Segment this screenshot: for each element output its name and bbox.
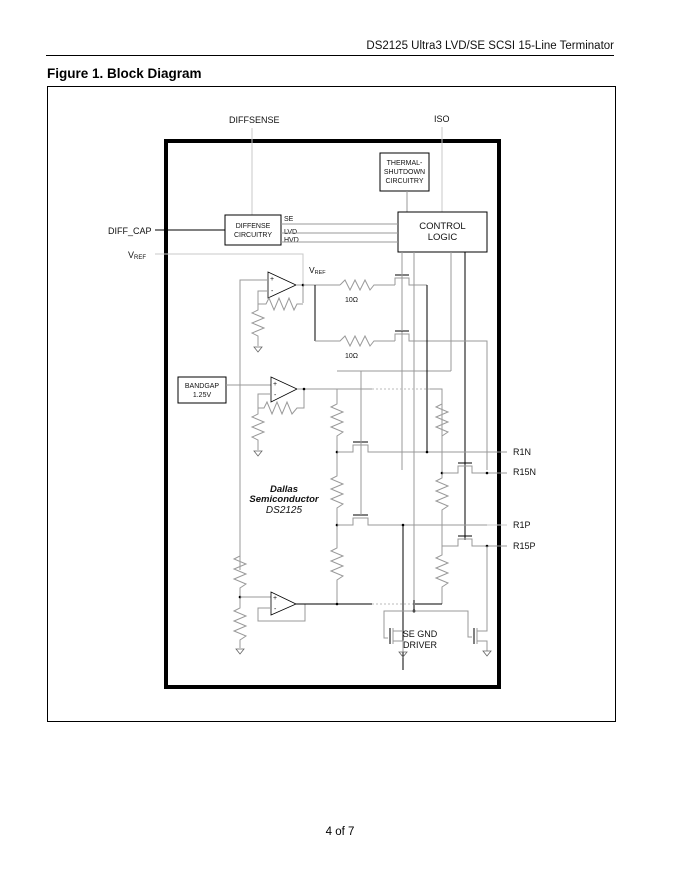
mosfet-r1n	[337, 444, 507, 453]
amp3-plus: +	[273, 595, 277, 602]
wire-driver-right-gate	[414, 610, 472, 638]
resistor-ladder-2	[329, 452, 345, 525]
page-number: 4 of 7	[325, 826, 355, 838]
thermal-shutdown-block	[379, 152, 430, 192]
node-dot	[485, 471, 489, 475]
res-label-top: 10Ω	[345, 297, 358, 304]
wire-amp1-out	[296, 284, 304, 303]
bandgap-label-1: BANDGAP	[185, 383, 220, 390]
diffense-circuitry-block	[224, 214, 282, 246]
resistor-ladder-3	[329, 525, 345, 604]
thermal-label-3: CIRCUITRY	[386, 178, 424, 185]
chip-company-label-1: Dallas	[270, 484, 298, 495]
diffense-label-2: CIRCUITRY	[234, 232, 272, 239]
mosfet-top-2	[394, 333, 488, 470]
control-logic-block	[397, 211, 488, 253]
wire-amp1-plus	[239, 279, 268, 570]
ground-icon	[235, 648, 245, 655]
bandgap-block	[177, 376, 227, 404]
resistor-ladder-r3	[434, 546, 450, 604]
amp2-minus: -	[274, 392, 277, 399]
pin-label-r1p: R1P	[513, 520, 531, 530]
resistor-ladder-1	[329, 389, 345, 452]
resistor-divider-top	[232, 548, 248, 597]
pin-label-iso: ISO	[434, 114, 450, 124]
amp2-plus: +	[273, 381, 277, 388]
wire-driver-left-gate	[383, 610, 414, 639]
se-gnd-label-2: DRIVER	[403, 640, 438, 650]
mosfet-r15p	[442, 538, 507, 547]
header-divider	[46, 55, 614, 56]
feedback-resistor-2	[258, 389, 305, 416]
figure-frame	[47, 86, 616, 722]
pin-label-r15p: R15P	[513, 541, 536, 551]
resistor-10ohm-bottom	[315, 334, 395, 348]
wire-amp1-minus	[257, 290, 268, 304]
pin-label-r15n: R15N	[513, 467, 536, 477]
figure-title: Figure 1. Block Diagram	[47, 66, 202, 81]
diffense-label-1: DIFFENSE	[236, 223, 271, 230]
thermal-label-2: SHUTDOWN	[384, 169, 425, 176]
amp1-plus: +	[270, 276, 274, 283]
mosfet-top-1	[394, 277, 427, 286]
resistor-ladder-r2	[434, 473, 450, 546]
wire-amp2-minus	[257, 393, 271, 408]
resistor-ladder-r1	[434, 389, 450, 473]
node-dot	[335, 602, 339, 606]
chip-part-label: DS2125	[266, 505, 303, 516]
control-label-1: CONTROL	[419, 221, 465, 232]
pin-label-diffsense: DIFFSENSE	[229, 115, 280, 125]
ground-icon	[253, 346, 263, 353]
document-header-title: DS2125 Ultra3 LVD/SE SCSI 15-Line Termin…	[366, 40, 614, 52]
mosfet-driver-left	[392, 628, 404, 652]
resistor-amp1-ground	[250, 304, 266, 346]
node-dot	[302, 387, 306, 391]
node-dot	[401, 523, 405, 527]
signal-label-se: SE	[284, 216, 294, 223]
amp-vref	[267, 271, 297, 299]
wire-amp3-feedback	[257, 604, 306, 622]
wire-amp2-right	[430, 388, 443, 470]
amp3-minus: -	[274, 606, 277, 613]
feedback-resistor-1	[258, 296, 303, 312]
signal-label-hvd: HVD	[284, 237, 299, 244]
pin-label-vref: VREF	[128, 250, 146, 261]
mosfet-r1p	[337, 517, 487, 526]
se-gnd-label-1: SE GND	[403, 629, 438, 639]
resistor-10ohm-top	[339, 278, 395, 292]
mosfet-driver-right	[476, 546, 488, 651]
control-label-2: LOGIC	[428, 232, 458, 243]
ground-icon	[482, 650, 492, 657]
amp-bandgap	[270, 376, 298, 403]
vref-internal-label: VREF	[309, 265, 326, 276]
chip-company-label-2: Semiconductor	[249, 494, 319, 505]
ground-icon	[398, 651, 408, 658]
resistor-amp2-ground	[250, 408, 266, 450]
amp1-minus: -	[271, 288, 274, 295]
mosfet-r15n	[442, 465, 507, 474]
bandgap-label-2: 1.25V	[193, 392, 212, 399]
pin-label-r1n: R1N	[513, 447, 531, 457]
res-label-bottom: 10Ω	[345, 353, 358, 360]
ground-icon	[253, 450, 263, 457]
chip-outline	[164, 139, 501, 689]
thermal-label-1: THERMAL-	[387, 160, 423, 167]
amp-se-gnd	[270, 591, 297, 616]
pin-label-diff-cap: DIFF_CAP	[108, 226, 152, 236]
resistor-divider-bottom	[232, 597, 248, 648]
node-dot	[425, 450, 429, 454]
wire-vref-ext	[155, 253, 304, 285]
